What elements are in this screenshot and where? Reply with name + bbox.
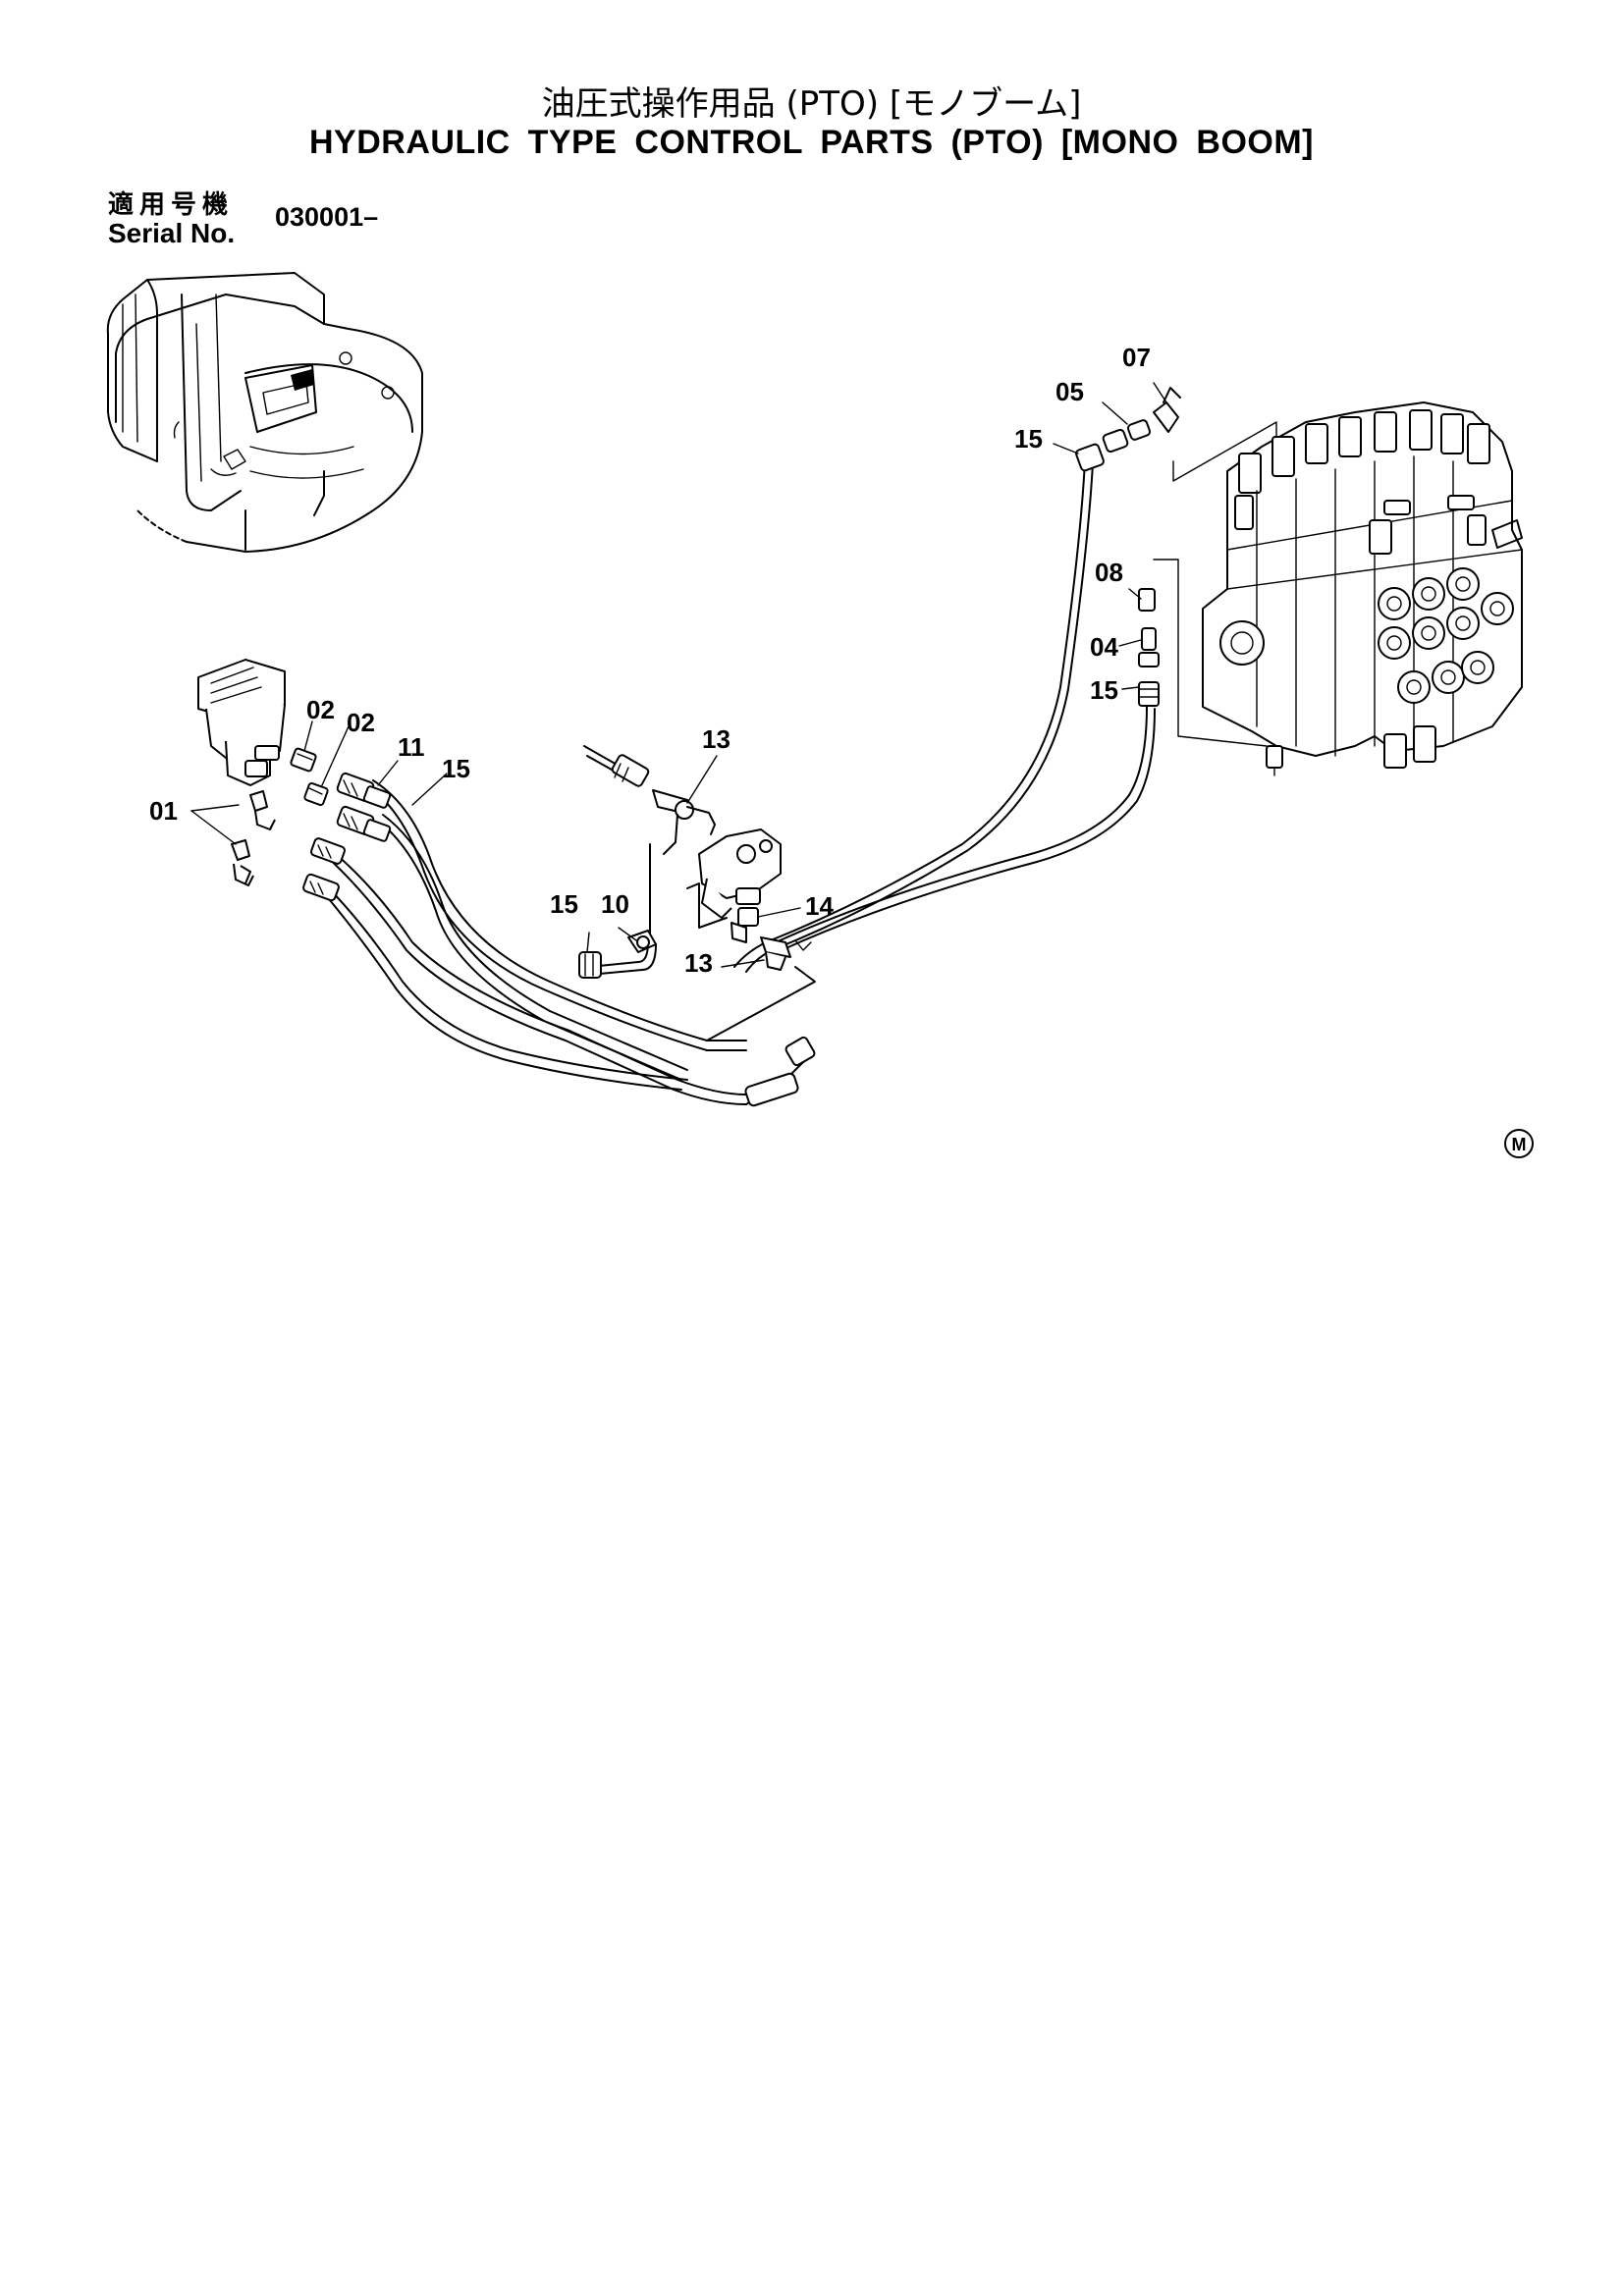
callout-labels: 07 05 15 08 04 15 02 02 11 15 01 13 15 1… (149, 343, 1151, 978)
callout-04: 04 (1090, 632, 1118, 662)
callout-13: 13 (702, 724, 730, 754)
pilot-valve-illustration (197, 659, 392, 902)
callout-13: 13 (684, 948, 713, 978)
callout-02: 02 (306, 695, 335, 724)
callout-05: 05 (1055, 377, 1084, 406)
callout-15: 15 (1014, 424, 1043, 454)
leader-lines (190, 382, 1167, 968)
control-valve-illustration (1153, 401, 1523, 776)
callout-08: 08 (1095, 558, 1123, 587)
callout-15: 15 (442, 754, 470, 783)
serial-label-english: Serial No. (108, 218, 236, 248)
page-title-japanese: 油圧式操作用品 (PTO) [モノブーム] (541, 84, 1082, 124)
serial-label-japanese: 適用号機 (108, 190, 235, 220)
callout-01: 01 (149, 796, 178, 826)
excavator-overview-illustration (106, 272, 423, 553)
callout-02: 02 (347, 708, 375, 737)
page-title-english: HYDRAULIC TYPE CONTROL PARTS (PTO) [MONO… (309, 124, 1314, 161)
hose-fittings (744, 387, 1181, 1107)
circled-m-mark: M (1504, 1129, 1534, 1158)
callout-15: 15 (550, 889, 578, 919)
serial-number-value: 030001– (275, 202, 379, 232)
callout-10: 10 (601, 889, 629, 919)
callout-11: 11 (398, 732, 425, 762)
callout-07: 07 (1122, 343, 1151, 372)
shuttle-valve-illustration (578, 745, 812, 979)
callout-15: 15 (1090, 675, 1118, 705)
callout-14: 14 (805, 891, 834, 921)
circled-m-mark-letter: M (1512, 1135, 1527, 1154)
